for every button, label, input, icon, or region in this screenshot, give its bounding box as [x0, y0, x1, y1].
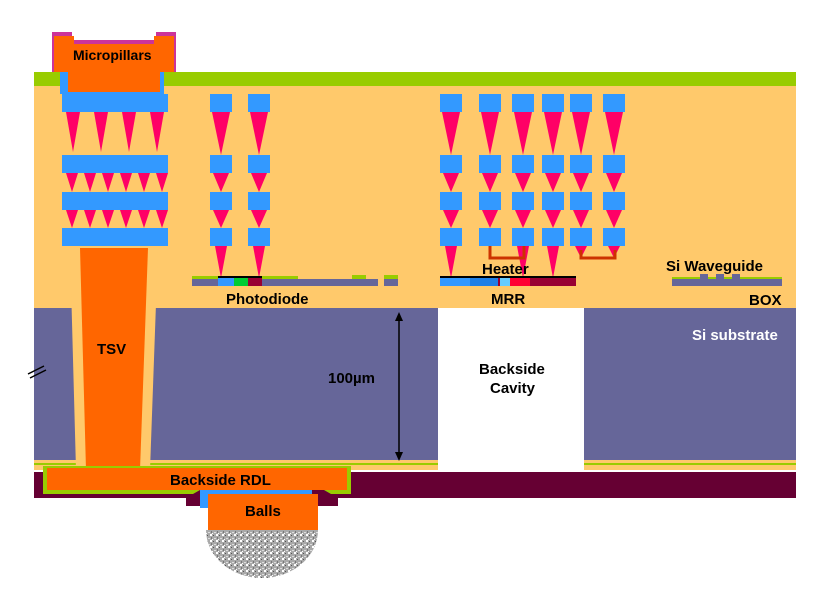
- backside-rdl-label: Backside RDL: [170, 472, 271, 489]
- si-waveguide-device: [672, 274, 782, 286]
- thickness-label: 100µm: [328, 370, 376, 387]
- si-substrate: [34, 308, 796, 460]
- backside-cavity-label-line2: Cavity: [490, 380, 536, 397]
- heater-elements: [488, 246, 617, 260]
- top-passivation-layer: [34, 72, 796, 86]
- heater-label: Heater: [482, 261, 529, 278]
- backside-cavity-label-line1: Backside: [479, 361, 545, 378]
- tsv-label: TSV: [97, 341, 127, 358]
- thickness-dimension-arrow: [395, 312, 403, 461]
- si-waveguide-label: Si Waveguide: [666, 258, 763, 275]
- mrr-label: MRR: [491, 291, 526, 308]
- micropillar: [54, 36, 174, 92]
- ball-pad: [208, 494, 318, 530]
- break-mark: [27, 365, 47, 379]
- photodiode-label: Photodiode: [226, 291, 309, 308]
- mrr-device: [440, 276, 576, 286]
- solder-ball: [206, 530, 318, 578]
- photodiode-via-stacks: [210, 94, 270, 278]
- si-substrate-label: Si substrate: [692, 327, 778, 344]
- box-label: BOX: [749, 292, 782, 309]
- backside-cavity: [438, 308, 584, 472]
- tsv-via-stack: [62, 94, 168, 246]
- backside-rdl: [47, 468, 347, 490]
- mrr-via-stacks: [440, 94, 625, 278]
- balls-label: Balls: [245, 503, 281, 520]
- micropillars-label: Micropillars: [73, 47, 152, 63]
- tsv: [80, 248, 148, 470]
- photodiode-device: [192, 275, 398, 286]
